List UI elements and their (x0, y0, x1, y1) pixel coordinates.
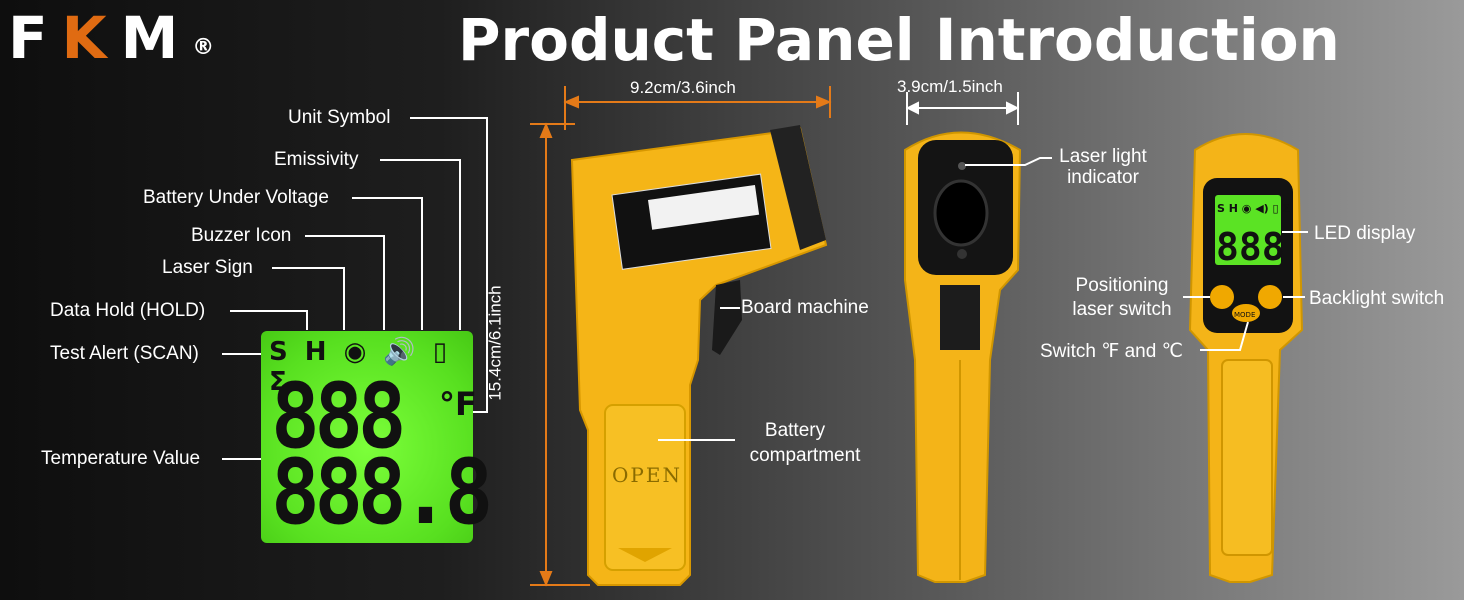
lcd-digits-top: 888 (271, 364, 406, 469)
label-test-alert: Test Alert (SCAN) (50, 343, 199, 364)
back-leader-lines (1183, 231, 1308, 351)
side-view-device: OPEN (570, 125, 828, 586)
side-leader-lines (658, 307, 740, 441)
mode-text: MODE (1234, 311, 1255, 319)
brand-letter-m: M (120, 4, 193, 72)
brand-letter-k: K (61, 4, 121, 72)
depth-arrow (905, 92, 1020, 125)
front-leader-line (965, 157, 1052, 166)
label-backlight-switch: Backlight switch (1309, 288, 1445, 309)
back-view-device: S H ◉ ◀) ▯ Σ 888 MODE (1188, 133, 1304, 583)
label-positioning-1: Positioning (1075, 275, 1169, 296)
lcd-closeup: S H ◉ 🔊 ▯ Σ 888 888.8 °F (261, 331, 493, 543)
label-switch-units: Switch ℉ and ℃ (1040, 341, 1183, 362)
front-view-device (904, 131, 1022, 583)
label-battery-compartment-1: Battery (764, 420, 826, 441)
lcd-leader-lines (222, 117, 488, 460)
dimension-depth: 3.9cm/1.5inch (897, 77, 1003, 96)
label-emissivity: Emissivity (274, 149, 359, 170)
svg-text:S H ◉ ◀) ▯ Σ: S H ◉ ◀) ▯ Σ (1217, 202, 1290, 215)
brand-letter-f: F (8, 4, 62, 72)
svg-text:888: 888 (1216, 225, 1285, 269)
lcd-unit-symbol: °F (439, 385, 477, 423)
label-laser-indicator-1: Laser light (1059, 146, 1147, 167)
registered-mark: ® (192, 35, 215, 60)
label-data-hold: Data Hold (HOLD) (50, 300, 206, 321)
open-label: OPEN (612, 463, 682, 487)
label-board-machine: Board machine (741, 297, 869, 318)
dimension-arrows (530, 86, 832, 587)
label-buzzer-icon: Buzzer Icon (191, 225, 292, 246)
dimension-height: 15.4cm/6.1inch (485, 285, 505, 401)
label-battery-compartment-2: compartment (749, 445, 861, 466)
label-unit-symbol: Unit Symbol (288, 107, 391, 128)
lcd-status-icons: S H ◉ 🔊 ▯ Σ (269, 337, 452, 397)
label-laser-indicator-2: indicator (1067, 167, 1139, 188)
lcd-digits-bottom: 888.8 (271, 440, 493, 545)
label-positioning-2: laser switch (1072, 299, 1172, 320)
brand-logo: FKM® (8, 6, 214, 70)
label-laser-sign: Laser Sign (162, 257, 253, 278)
dimension-width: 9.2cm/3.6inch (630, 78, 736, 97)
label-battery-under-voltage: Battery Under Voltage (143, 187, 329, 208)
page-title: Product Panel Introduction (458, 6, 1340, 74)
label-temperature-value: Temperature Value (41, 448, 201, 469)
label-led-display: LED display (1314, 223, 1416, 244)
